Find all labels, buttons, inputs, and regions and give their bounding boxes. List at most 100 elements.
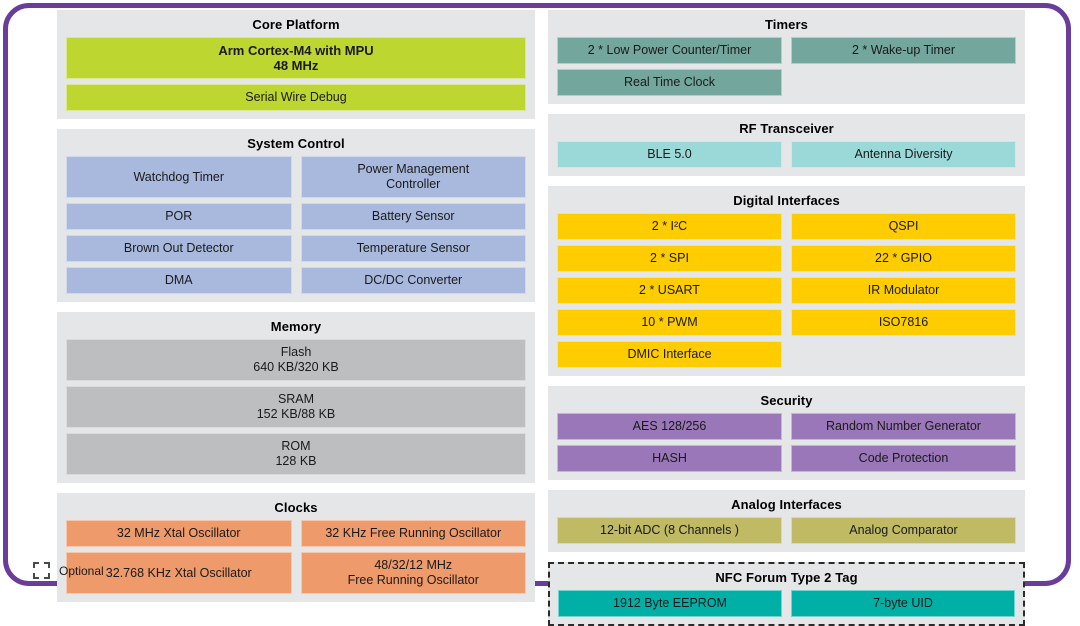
block-cell[interactable]: Battery Sensor bbox=[300, 203, 526, 230]
block-label: Analog Comparator bbox=[849, 523, 958, 537]
block-sublabel: 48 MHz bbox=[273, 58, 319, 73]
panel-title-nfc-forum-type-2-tag: NFC Forum Type 2 Tag bbox=[715, 570, 858, 585]
block-sublabel: 640 KB/320 KB bbox=[253, 360, 339, 374]
panel-row: 1912 Byte EEPROM 7-byte UID bbox=[558, 590, 1015, 617]
optional-swatch-icon bbox=[33, 562, 50, 579]
block-label: 2 * Low Power Counter/Timer bbox=[587, 43, 752, 57]
block-cell[interactable]: Serial Wire Debug bbox=[66, 84, 526, 111]
block-cell[interactable]: Random Number Generator bbox=[791, 413, 1016, 440]
block-cell[interactable]: Antenna Diversity bbox=[791, 141, 1016, 168]
block-cell[interactable]: QSPI bbox=[791, 213, 1016, 240]
panel-analog-interfaces: Analog Interfaces 12-bit ADC (8 Channels … bbox=[548, 490, 1025, 552]
block-cell[interactable]: Brown Out Detector bbox=[66, 235, 292, 262]
panel-row: HASH Code Protection bbox=[557, 445, 1016, 472]
block-cell[interactable]: 2 * USART bbox=[557, 277, 782, 304]
block-cell[interactable]: 10 * PWM bbox=[557, 309, 782, 336]
block-cell[interactable]: DC/DC Converter bbox=[300, 267, 526, 294]
block-cell[interactable]: POR bbox=[66, 203, 292, 230]
block-cell[interactable]: DMA bbox=[66, 267, 292, 294]
block-label: Antenna Diversity bbox=[854, 147, 953, 161]
block-label: Arm Cortex-M4 with MPU bbox=[218, 43, 374, 58]
block-cell[interactable]: 1912 Byte EEPROM bbox=[558, 590, 782, 617]
block-cell[interactable]: 32 MHz Xtal Oscillator bbox=[66, 520, 292, 547]
block-cell[interactable]: 2 * SPI bbox=[557, 245, 782, 272]
block-cell[interactable]: 2 * Wake-up Timer bbox=[791, 37, 1016, 64]
panel-title-digital-interfaces: Digital Interfaces bbox=[733, 193, 840, 208]
block-sublabel: Free Running Oscillator bbox=[347, 573, 479, 587]
block-cell[interactable]: Temperature Sensor bbox=[300, 235, 526, 262]
block-sublabel: 128 KB bbox=[275, 454, 317, 468]
block-cell[interactable]: 2 * Low Power Counter/Timer bbox=[557, 37, 782, 64]
block-cell[interactable]: DMIC Interface bbox=[557, 341, 782, 368]
block-spacer bbox=[791, 69, 1016, 96]
block-cell[interactable]: 7-byte UID bbox=[791, 590, 1015, 617]
block-label: Temperature Sensor bbox=[356, 241, 470, 255]
panel-row: 2 * Low Power Counter/Timer 2 * Wake-up T… bbox=[557, 37, 1016, 64]
block-cell[interactable]: HASH bbox=[557, 445, 782, 472]
block-label: Brown Out Detector bbox=[123, 241, 234, 255]
block-label: IR Modulator bbox=[867, 283, 940, 297]
block-cell[interactable]: Watchdog Timer bbox=[66, 156, 292, 198]
panel-title-analog-interfaces: Analog Interfaces bbox=[731, 497, 842, 512]
block-label: Code Protection bbox=[858, 451, 949, 465]
panel-title-security: Security bbox=[760, 393, 813, 408]
panel-rows: 1912 Byte EEPROM 7-byte UID bbox=[558, 590, 1015, 617]
block-cell[interactable]: Code Protection bbox=[791, 445, 1016, 472]
block-label: Flash bbox=[280, 345, 312, 359]
block-cell[interactable]: 32 KHz Free Running Oscillator bbox=[300, 520, 526, 547]
panel-clocks: Clocks 32 MHz Xtal Oscillator 32 KHz Free … bbox=[57, 493, 535, 602]
block-sublabel: Controller bbox=[386, 177, 441, 191]
block-cell[interactable]: AES 128/256 bbox=[557, 413, 782, 440]
panel-digital-interfaces: Digital Interfaces 2 * I²C QSPI 2 * SPI 22 *… bbox=[548, 186, 1025, 376]
block-cell[interactable]: ISO7816 bbox=[791, 309, 1016, 336]
block-label: 2 * Wake-up Timer bbox=[851, 43, 956, 57]
panel-nfc-forum-type-2-tag: NFC Forum Type 2 Tag 1912 Byte EEPROM 7-by… bbox=[548, 562, 1025, 626]
panel-title-core-platform: Core Platform bbox=[252, 17, 340, 32]
block-cell[interactable]: 12-bit ADC (8 Channels ) bbox=[557, 517, 782, 544]
right-column: Timers 2 * Low Power Counter/Timer 2 * Wak… bbox=[548, 10, 1025, 626]
block-label: 48/32/12 MHz bbox=[374, 558, 453, 572]
block-label: 2 * SPI bbox=[650, 251, 689, 265]
panel-title-timers: Timers bbox=[765, 17, 808, 32]
panel-row: BLE 5.0 Antenna Diversity bbox=[557, 141, 1016, 168]
panel-row: Serial Wire Debug bbox=[66, 84, 526, 111]
block-cell[interactable]: 22 * GPIO bbox=[791, 245, 1016, 272]
legend: Optional bbox=[33, 562, 104, 579]
block-cell[interactable]: Analog Comparator bbox=[791, 517, 1016, 544]
panel-row: 2 * USART IR Modulator bbox=[557, 277, 1016, 304]
block-label: 12-bit ADC (8 Channels ) bbox=[600, 523, 739, 537]
block-cell[interactable]: IR Modulator bbox=[791, 277, 1016, 304]
panel-rows: 2 * Low Power Counter/Timer 2 * Wake-up T… bbox=[557, 37, 1016, 96]
block-cell[interactable]: 2 * I²C bbox=[557, 213, 782, 240]
block-cell[interactable]: BLE 5.0 bbox=[557, 141, 782, 168]
block-label: 32.768 KHz Xtal Oscillator bbox=[105, 565, 252, 580]
panel-row: Brown Out Detector Temperature Sensor bbox=[66, 235, 526, 262]
panel-rows: BLE 5.0 Antenna Diversity bbox=[557, 141, 1016, 168]
block-label: 10 * PWM bbox=[641, 315, 698, 329]
block-label: Battery Sensor bbox=[371, 209, 455, 223]
panel-row: Real Time Clock bbox=[557, 69, 1016, 96]
block-cell[interactable]: Real Time Clock bbox=[557, 69, 782, 96]
panel-row: POR Battery Sensor bbox=[66, 203, 526, 230]
block-cell[interactable]: 32.768 KHz Xtal Oscillator bbox=[66, 552, 292, 594]
panel-title-clocks: Clocks bbox=[274, 500, 318, 515]
panel-row: DMIC Interface bbox=[557, 341, 1016, 368]
